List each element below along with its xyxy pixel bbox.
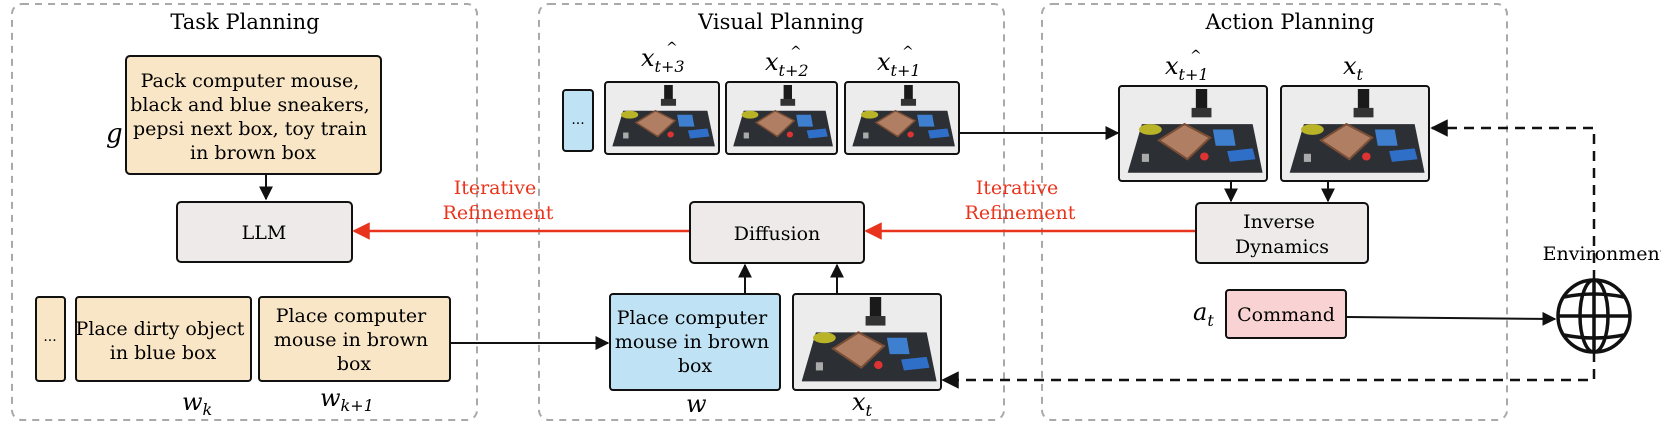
diffusion-label: Diffusion [734,223,821,245]
frame-t2-label: xt+2 [765,48,809,80]
subgoal-wk1-box [258,296,451,382]
command-label: Command [1237,304,1335,326]
action-frame-t1 [1118,85,1268,182]
subgoal-wk-text: Place dirty object in blue box [76,318,251,364]
frame-t1-hat: ^ [902,44,914,60]
llm-box [176,201,353,263]
at-symbol: at [1193,298,1214,330]
w-symbol: w [686,390,707,418]
action-frame-t-label: xt [1343,52,1364,84]
frame-t3-hat: ^ [666,40,678,56]
action-planning-title: Action Planning [1204,10,1374,34]
action-frame-t1-label: xt+1 [1165,52,1209,84]
task-planning-panel [11,3,478,421]
command-to-environment-arrow [1346,311,1557,326]
frame-t2 [725,81,838,155]
feedback-to-action-frame-arrow [1430,119,1596,280]
action-planning-panel [1041,3,1508,421]
frame-xt-visual [792,293,942,391]
diffusion-box [689,201,865,264]
subgoal-wk-box [75,296,252,382]
command-box [1225,289,1347,339]
inverse-dynamics-text: Inverse Dynamics [1235,211,1329,258]
xt-visual-label: xt [852,388,873,420]
frame-t1 [844,81,960,155]
wk1-symbol: wk+1 [320,384,374,415]
subgoal-wk1-text: Place computer mouse in brown box [274,305,434,375]
frame-t2-hat: ^ [790,44,802,60]
action-frame-t [1280,85,1430,182]
task-ellipsis: ... [43,329,56,345]
feedback-to-visual-frame-arrow [941,352,1596,389]
frame-t1-label: xt+1 [877,48,921,80]
instruction-text: Place computer mouse in brown box [615,307,775,377]
inverse-dynamics-box [1195,202,1369,264]
task-ellipsis-box [35,296,66,382]
refinement-label-right: Iterative Refinement [965,177,1076,224]
frame-t3-label: xt+3 [641,44,685,76]
visual-ellipsis-box [562,89,594,152]
frame-t3 [604,81,720,155]
goal-symbol: g [106,119,123,149]
instruction-box [609,293,781,391]
goal-box [125,55,382,175]
llm-label: LLM [242,222,287,244]
refinement-label-left: Iterative Refinement [443,177,554,224]
environment-label: Environment [1543,243,1661,265]
goal-text: Pack computer mouse, black and blue snea… [130,70,376,164]
globe-icon [1556,278,1632,354]
visual-ellipsis: ... [571,112,584,128]
action-frame-t1-hat: ^ [1190,48,1202,64]
task-planning-title: Task Planning [170,10,319,34]
wk-symbol: wk [182,388,212,419]
visual-planning-panel [538,3,1005,421]
visual-planning-title: Visual Planning [697,10,864,34]
